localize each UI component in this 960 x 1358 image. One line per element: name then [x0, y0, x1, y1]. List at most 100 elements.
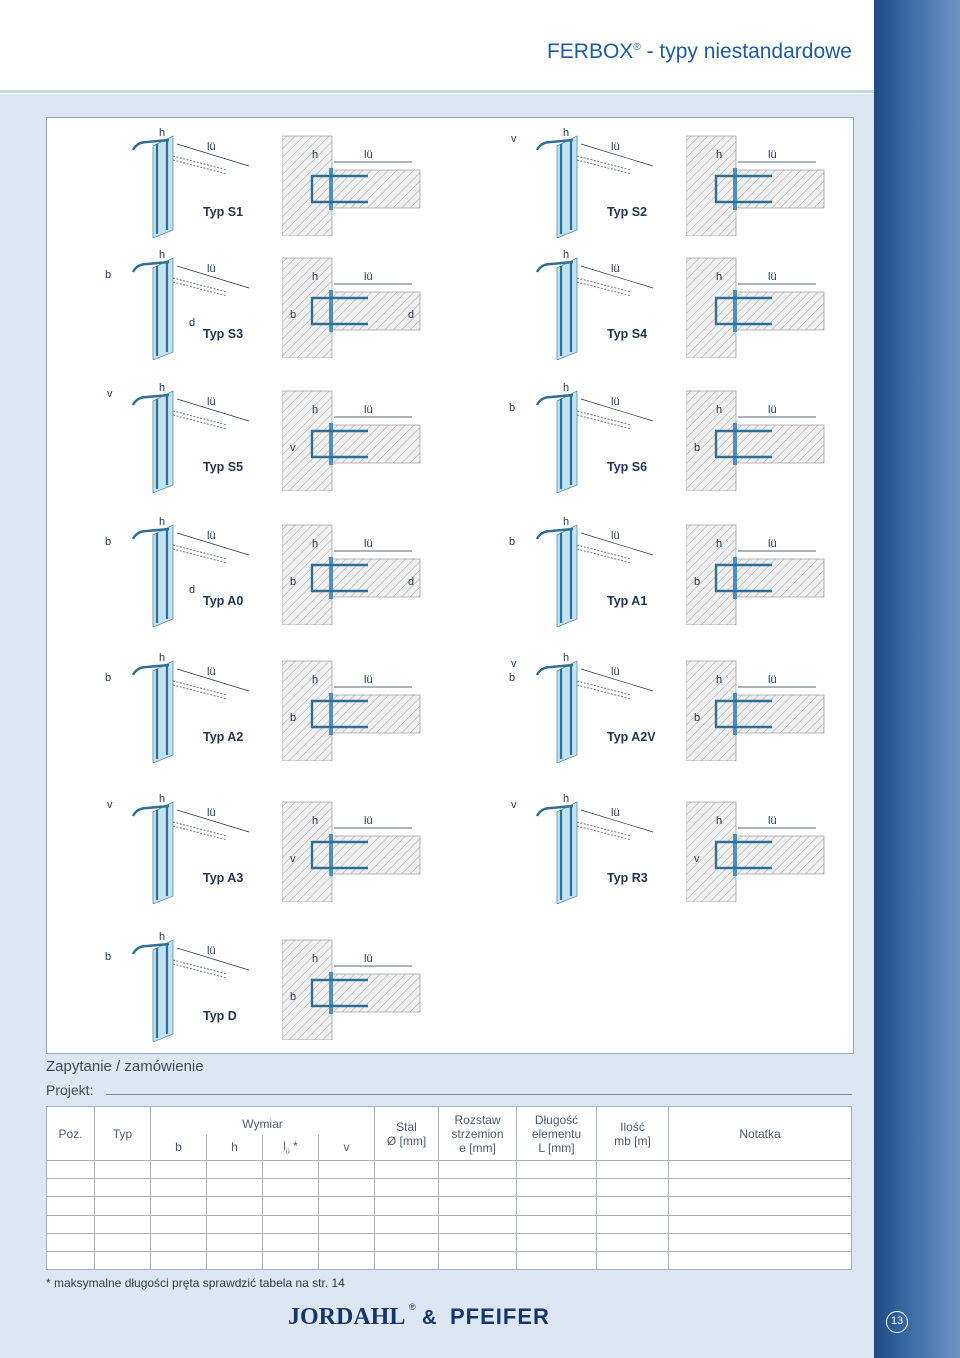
dim-h: h [563, 127, 569, 139]
order-cell[interactable] [262, 1178, 319, 1198]
order-cell[interactable] [94, 1196, 151, 1216]
order-cell[interactable] [150, 1178, 207, 1198]
rebar-stirrup [310, 840, 368, 870]
order-cell[interactable] [94, 1178, 151, 1198]
order-cell[interactable] [438, 1159, 517, 1180]
lap-dashed [172, 825, 228, 841]
order-cell[interactable] [516, 1196, 597, 1216]
order-row [46, 1196, 852, 1216]
order-cell[interactable] [46, 1159, 95, 1180]
order-cell[interactable] [318, 1250, 375, 1271]
wall-section [282, 660, 333, 761]
order-cell[interactable] [318, 1159, 375, 1180]
order-cell[interactable] [668, 1232, 852, 1252]
order-cell[interactable] [262, 1214, 319, 1234]
order-cell[interactable] [374, 1250, 439, 1271]
order-cell[interactable] [438, 1232, 517, 1252]
order-cell[interactable] [668, 1178, 852, 1198]
order-cell[interactable] [318, 1232, 375, 1252]
order-cell[interactable] [438, 1250, 517, 1271]
order-cell[interactable] [206, 1178, 263, 1198]
order-cell[interactable] [516, 1178, 597, 1198]
order-cell[interactable] [46, 1196, 95, 1216]
dim-lu: lü [768, 404, 777, 416]
order-cell[interactable] [668, 1214, 852, 1234]
order-cell[interactable] [318, 1214, 375, 1234]
box-section [329, 290, 333, 332]
order-cell[interactable] [596, 1250, 669, 1271]
order-cell[interactable] [374, 1232, 439, 1252]
order-cell[interactable] [262, 1250, 319, 1271]
lap-dashed [576, 680, 632, 696]
order-cell[interactable] [438, 1178, 517, 1198]
order-cell[interactable] [596, 1214, 669, 1234]
wall-section [282, 390, 333, 491]
order-cell[interactable] [668, 1159, 852, 1180]
order-cell[interactable] [374, 1159, 439, 1180]
brand-logo: JORDAHL ® & PFEIFER [288, 1302, 549, 1330]
dim-b: b [290, 309, 296, 321]
order-cell[interactable] [596, 1159, 669, 1180]
order-cell[interactable] [94, 1159, 151, 1180]
order-cell[interactable] [262, 1196, 319, 1216]
order-cell[interactable] [150, 1159, 207, 1180]
order-cell[interactable] [150, 1232, 207, 1252]
order-cell[interactable] [374, 1178, 439, 1198]
order-cell[interactable] [150, 1250, 207, 1271]
order-cell[interactable] [318, 1178, 375, 1198]
rebar-stirrup [714, 296, 772, 326]
order-cell[interactable] [516, 1214, 597, 1234]
dim-b: b [105, 269, 111, 281]
order-cell[interactable] [374, 1214, 439, 1234]
order-cell[interactable] [438, 1196, 517, 1216]
order-cell[interactable] [206, 1214, 263, 1234]
order-cell[interactable] [46, 1178, 95, 1198]
dim-b: b [105, 672, 111, 684]
order-cell[interactable] [262, 1232, 319, 1252]
order-cell[interactable] [318, 1196, 375, 1216]
rebar-hook [535, 260, 574, 273]
dim-lu: lü [768, 538, 777, 550]
order-cell[interactable] [516, 1159, 597, 1180]
order-cell[interactable] [374, 1196, 439, 1216]
order-cell[interactable] [94, 1250, 151, 1271]
order-cell[interactable] [516, 1232, 597, 1252]
order-cell[interactable] [668, 1196, 852, 1216]
project-label: Projekt: [46, 1082, 94, 1098]
order-cell[interactable] [262, 1159, 319, 1180]
type-label-d: Typ D [203, 1009, 237, 1023]
order-cell[interactable] [206, 1159, 263, 1180]
dim-line [580, 668, 654, 692]
wall-section [282, 524, 333, 625]
order-cell[interactable] [150, 1196, 207, 1216]
order-cell[interactable] [206, 1196, 263, 1216]
order-cell[interactable] [206, 1250, 263, 1271]
order-cell[interactable] [668, 1250, 852, 1271]
wall-section [282, 135, 333, 236]
lap-dashed [576, 684, 632, 700]
order-cell[interactable] [438, 1214, 517, 1234]
dim-lu: lü [611, 263, 620, 275]
order-cell[interactable] [46, 1250, 95, 1271]
order-cell[interactable] [596, 1178, 669, 1198]
dim-line [176, 398, 250, 422]
order-cell[interactable] [46, 1232, 95, 1252]
lap-dashed [576, 548, 632, 564]
dim-lu: lü [364, 404, 373, 416]
order-cell[interactable] [516, 1250, 597, 1271]
order-cell[interactable] [46, 1214, 95, 1234]
dim-lu: lü [611, 807, 620, 819]
project-field[interactable] [106, 1094, 852, 1095]
order-cell[interactable] [596, 1196, 669, 1216]
order-cell[interactable] [206, 1232, 263, 1252]
order-cell[interactable] [94, 1232, 151, 1252]
order-cell[interactable] [596, 1232, 669, 1252]
col-poz: Poz. [46, 1106, 95, 1161]
order-cell[interactable] [94, 1214, 151, 1234]
order-cell[interactable] [150, 1214, 207, 1234]
